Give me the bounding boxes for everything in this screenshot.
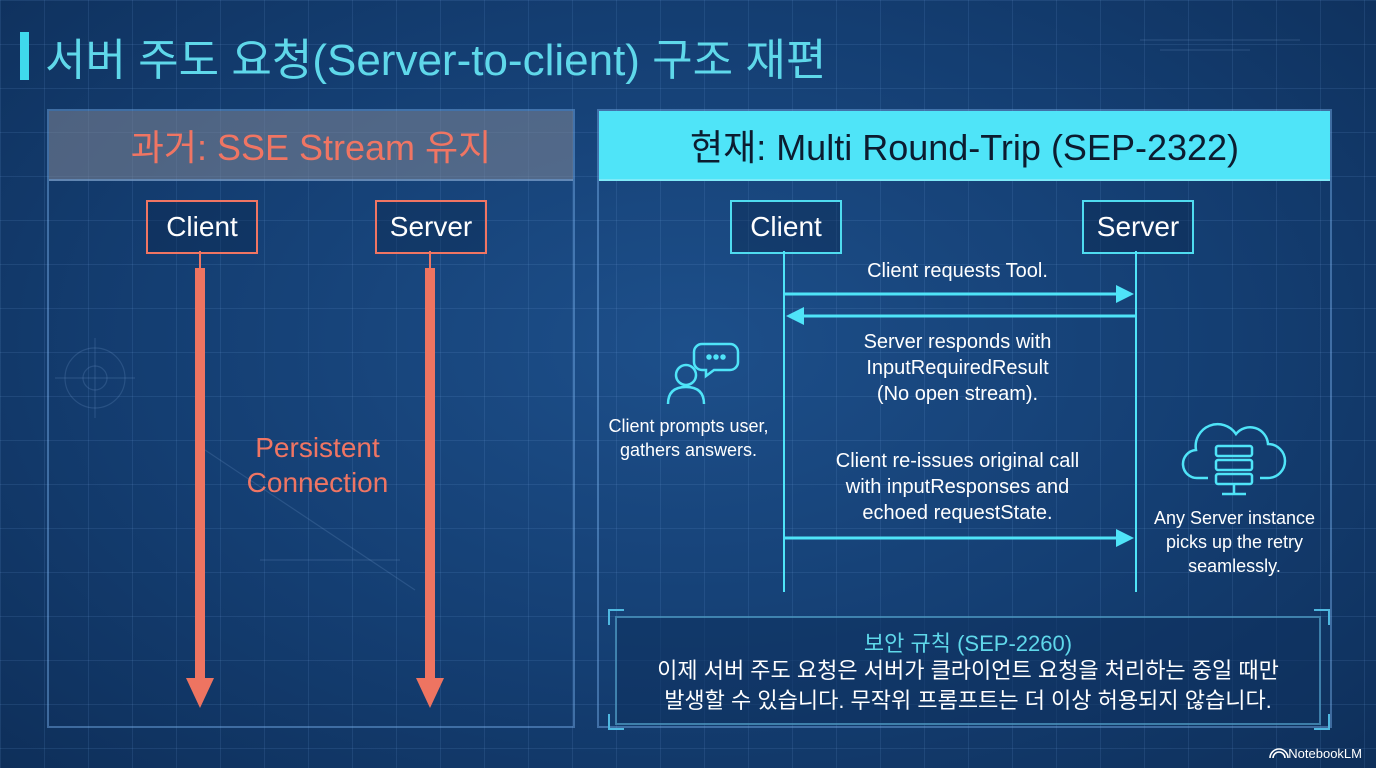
title-accent-bar: [20, 32, 29, 80]
arrow-client-to-server-1: [785, 285, 1134, 303]
brand-label: NotebookLM: [1288, 746, 1362, 761]
legacy-client-box: Client: [146, 200, 258, 254]
client-note: Client prompts user, gathers answers.: [596, 414, 781, 462]
client-note-line2: gathers answers.: [619, 440, 758, 460]
msg3-line2: with inputResponses and: [845, 476, 1070, 498]
msg2-line1: Server responds with: [863, 331, 1052, 353]
server-note-line1: Any Server instance: [1153, 508, 1316, 528]
legacy-server-arrow: [416, 251, 444, 708]
persistent-label-line2: Connection: [246, 467, 389, 498]
user-chat-icon: [666, 342, 740, 405]
legacy-panel-header: 과거: SSE Stream 유지: [49, 111, 573, 181]
page-title: 서버 주도 요청(Server-to-client) 구조 재편: [20, 30, 826, 85]
server-note-line3: seamlessly.: [1188, 556, 1281, 576]
message-client-reissues: Client re-issues original call with inpu…: [790, 448, 1125, 526]
persistent-connection-label: Persistent Connection: [220, 430, 415, 500]
current-panel: 현재: Multi Round-Trip (SEP-2322): [597, 109, 1332, 728]
bracket-corner-br: [1314, 714, 1330, 730]
legacy-panel: 과거: SSE Stream 유지: [47, 109, 575, 728]
blueprint-decoration: [55, 39, 1300, 591]
security-title: 보안 규칙 (SEP-2260): [863, 631, 1073, 656]
current-server-box: Server: [1082, 200, 1194, 254]
persistent-label-line1: Persistent: [255, 432, 380, 463]
legacy-server-box: Server: [375, 200, 487, 254]
security-rule-box: 보안 규칙 (SEP-2260) 이제 서버 주도 요청은 서버가 클라이언트 …: [615, 616, 1321, 725]
server-note: Any Server instance picks up the retry s…: [1142, 506, 1327, 578]
client-note-line1: Client prompts user,: [608, 416, 769, 436]
security-line1: 이제 서버 주도 요청은 서버가 클라이언트 요청을 처리하는 중일 때만: [657, 658, 1279, 683]
bracket-corner-tr: [1314, 609, 1330, 625]
arrow-server-to-client: [786, 307, 1135, 325]
security-line2: 발생할 수 있습니다. 무작위 프롬프트는 더 이상 허용되지 않습니다.: [664, 688, 1272, 713]
server-note-line2: picks up the retry: [1165, 532, 1304, 552]
bracket-corner-tl: [608, 609, 624, 625]
page-title-text: 서버 주도 요청(Server-to-client) 구조 재편: [45, 36, 827, 85]
message-server-responds: Server responds with InputRequiredResult…: [790, 329, 1125, 407]
msg3-line1: Client re-issues original call: [835, 450, 1080, 472]
arrow-client-to-server-2: [785, 529, 1134, 547]
msg3-line3: echoed requestState.: [862, 502, 1053, 524]
cloud-server-icon: [1181, 422, 1287, 496]
current-panel-header: 현재: Multi Round-Trip (SEP-2322): [599, 111, 1330, 181]
legacy-client-arrow: [186, 251, 214, 708]
msg2-line2: InputRequiredResult: [866, 357, 1049, 379]
notebooklm-logo-icon: [1269, 748, 1289, 759]
msg2-line3: (No open stream).: [876, 383, 1039, 405]
message-client-requests-tool: Client requests Tool.: [867, 260, 1048, 282]
security-body: 이제 서버 주도 요청은 서버가 클라이언트 요청을 처리하는 중일 때만 발생…: [617, 656, 1319, 716]
bracket-corner-bl: [608, 714, 624, 730]
current-client-box: Client: [730, 200, 842, 254]
